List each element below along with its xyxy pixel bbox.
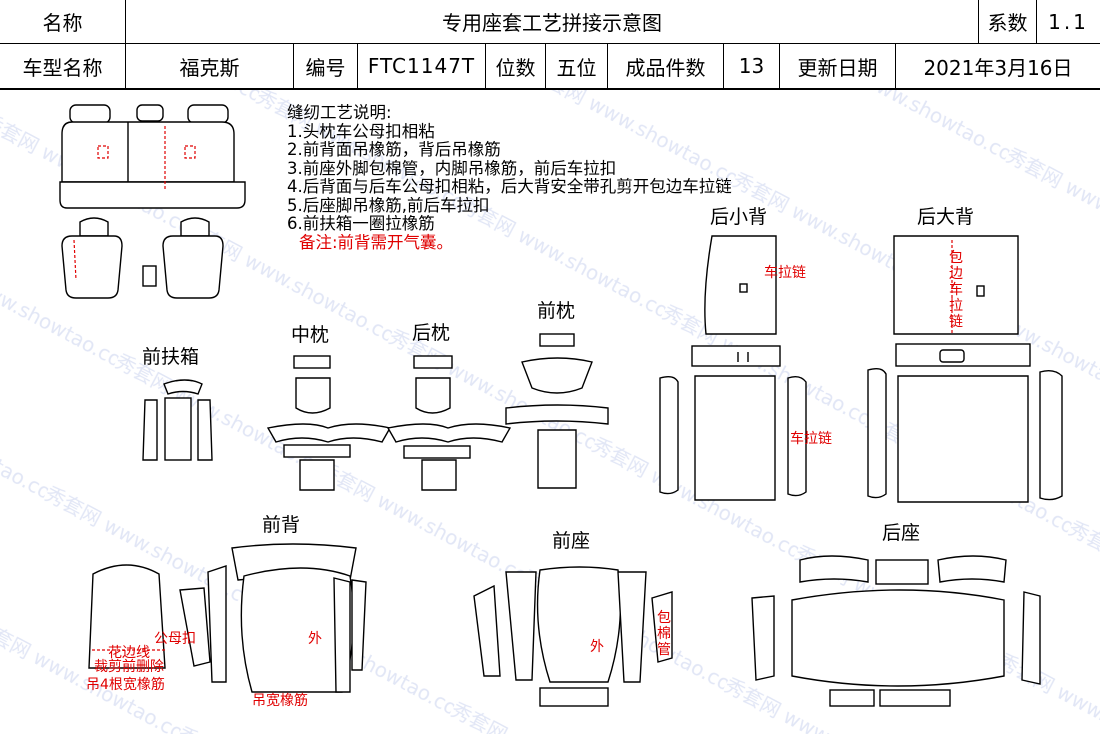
annotation-elastic: 吊4根宽橡筋 — [86, 677, 165, 693]
document-title: 专用座套工艺拼接示意图 — [126, 0, 979, 44]
note-item: 5.后座脚吊橡筋,前后车拉扣 — [287, 195, 490, 215]
date-value: 2021年3月16日 — [923, 55, 1073, 80]
rear-small-back-pieces — [659, 235, 807, 501]
seats-label: 位数 — [486, 44, 546, 88]
annotation-trim: 裁剪前删除 — [94, 659, 164, 675]
rear-seat-overview — [59, 104, 246, 209]
label-rear-seat: 后座 — [882, 522, 921, 544]
name-label: 名称 — [0, 0, 126, 44]
model-value: 福克斯 — [126, 44, 294, 88]
annotation-outer: 外 — [308, 631, 322, 647]
annotation-snap: 公母扣 — [154, 631, 196, 647]
header-table: 名称 专用座套工艺拼接示意图 系数 1.1 车型名称 福克斯 编号 FTC114… — [0, 0, 1100, 90]
label-front-back: 前背 — [262, 514, 301, 536]
annotation-wide-elastic: 吊宽橡筋 — [252, 693, 308, 709]
note-item: 2.前背面吊橡筋，背后吊橡筋 — [287, 140, 501, 159]
label-rear-large-back: 后大背 — [917, 206, 975, 228]
sewing-notes: 缝纫工艺说明: 1.头枕车公母扣相粘 2.前背面吊橡筋，背后吊橡筋 3.前座外脚… — [287, 103, 732, 252]
seats-value: 五位 — [546, 44, 608, 88]
notes-heading: 缝纫工艺说明: — [287, 103, 392, 122]
annotation-cotton-tube: 包棉管 — [657, 610, 671, 658]
notes-remark: 备注:前背需开气囊。 — [299, 232, 454, 252]
rear-large-back-pieces — [867, 235, 1063, 503]
coef-value: 1.1 — [1037, 0, 1100, 44]
date-label: 更新日期 — [780, 44, 896, 88]
note-item: 4.后背面与后车公母扣相粘，后大背安全带孔剪开包边车拉链 — [287, 177, 732, 196]
label-rear-small-back: 后小背 — [710, 206, 768, 228]
note-item: 1.头枕车公母扣相粘 — [287, 121, 435, 141]
front-headrest-pieces — [505, 333, 609, 489]
coef-label: 系数 — [979, 0, 1037, 44]
annotation-zipper: 车拉链 — [790, 431, 832, 447]
note-item: 6.前扶箱一圈拉橡筋 — [287, 214, 435, 233]
rear-headrest-pieces — [386, 355, 512, 491]
label-rear-headrest: 后枕 — [412, 322, 451, 344]
model-label: 车型名称 — [0, 44, 126, 88]
rear-seat-pieces — [751, 555, 1041, 707]
annotation-binding-zipper: 包边车拉链 — [949, 250, 963, 330]
front-armrest-pieces — [142, 379, 213, 461]
label-front-seat: 前座 — [552, 530, 591, 552]
note-item: 3.前座外脚包棉管，内脚吊橡筋，前后车拉扣 — [287, 158, 617, 178]
front-seat-pieces — [473, 566, 673, 707]
annotation-zipper: 车拉链 — [764, 265, 806, 281]
middle-headrest-pieces — [266, 355, 392, 491]
label-middle-headrest: 中枕 — [291, 324, 330, 346]
label-front-headrest: 前枕 — [537, 300, 576, 322]
front-back-pieces — [88, 543, 367, 693]
annotation-outer: 外 — [590, 639, 604, 655]
annotation-edge: 花边线 — [108, 645, 150, 661]
pieces-label: 成品件数 — [608, 44, 724, 88]
pieces-value: 13 — [724, 44, 780, 88]
code-value: FTC1147T — [358, 44, 486, 88]
code-label: 编号 — [294, 44, 358, 88]
front-seat-overview — [61, 217, 224, 299]
label-front-armrest: 前扶箱 — [142, 346, 200, 368]
